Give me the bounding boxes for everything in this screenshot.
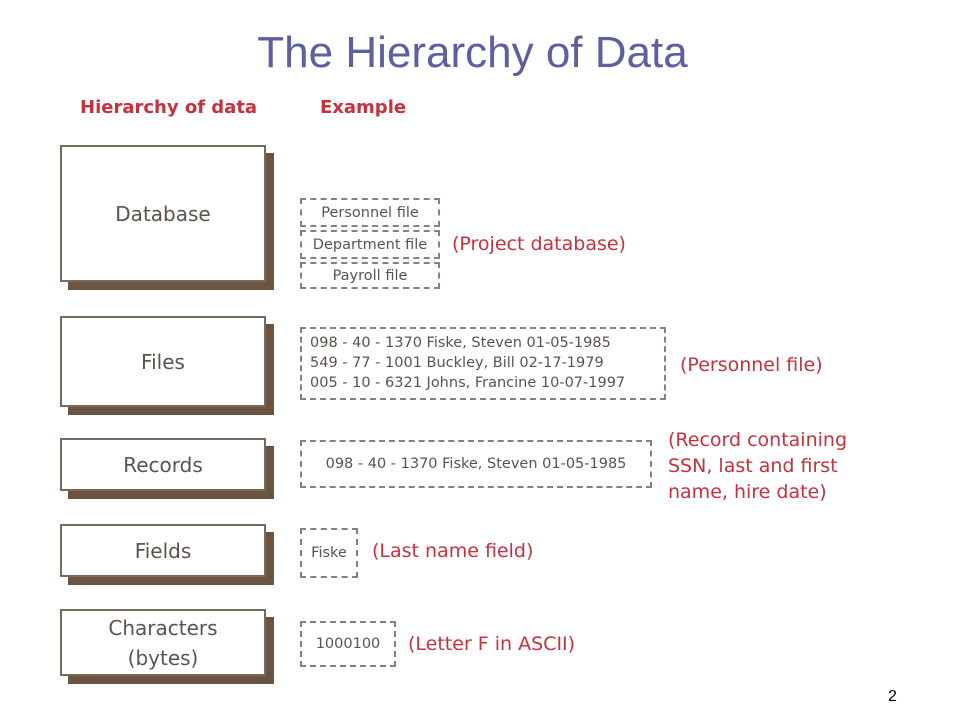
level-fields: Fields — [60, 524, 266, 577]
example-character: 1000100 — [300, 621, 396, 667]
level-characters: Characters (bytes) — [60, 609, 266, 676]
file-record-line: 005 - 10 - 6321 Johns, Francine 10-07-19… — [310, 375, 626, 391]
level-records: Records — [60, 438, 266, 491]
level-characters-label: Characters — [108, 615, 218, 640]
example-department-file: Department file — [300, 230, 440, 259]
page-title: The Hierarchy of Data — [257, 28, 688, 77]
level-files: Files — [60, 316, 266, 407]
level-files-label: Files — [141, 349, 185, 374]
hierarchy-column-header: Hierarchy of data — [80, 97, 258, 118]
field-note: (Last name field) — [372, 540, 534, 562]
example-personnel-file: Personnel file — [300, 198, 440, 227]
level-database: Database — [60, 145, 266, 282]
example-file-records: 098 - 40 - 1370 Fiske, Steven 01-05-1985… — [300, 327, 666, 400]
level-fields-label: Fields — [134, 538, 192, 563]
example-payroll-file: Payroll file — [300, 262, 440, 289]
character-note: (Letter F in ASCII) — [408, 633, 576, 655]
file-record-line: 549 - 77 - 1001 Buckley, Bill 02-17-1979 — [310, 355, 604, 371]
level-records-label: Records — [123, 452, 203, 477]
example-column-header: Example — [320, 97, 407, 118]
example-field: Fiske — [300, 528, 358, 578]
file-note: (Personnel file) — [680, 354, 823, 376]
page-number: 2 — [888, 688, 897, 705]
database-note: (Project database) — [452, 233, 626, 255]
example-record: 098 - 40 - 1370 Fiske, Steven 01-05-1985 — [300, 440, 652, 488]
record-note: (Record containing SSN, last and first n… — [668, 429, 848, 503]
file-record-line: 098 - 40 - 1370 Fiske, Steven 01-05-1985 — [310, 335, 611, 351]
level-characters-sublabel: (bytes) — [127, 645, 199, 670]
level-database-label: Database — [115, 201, 211, 226]
